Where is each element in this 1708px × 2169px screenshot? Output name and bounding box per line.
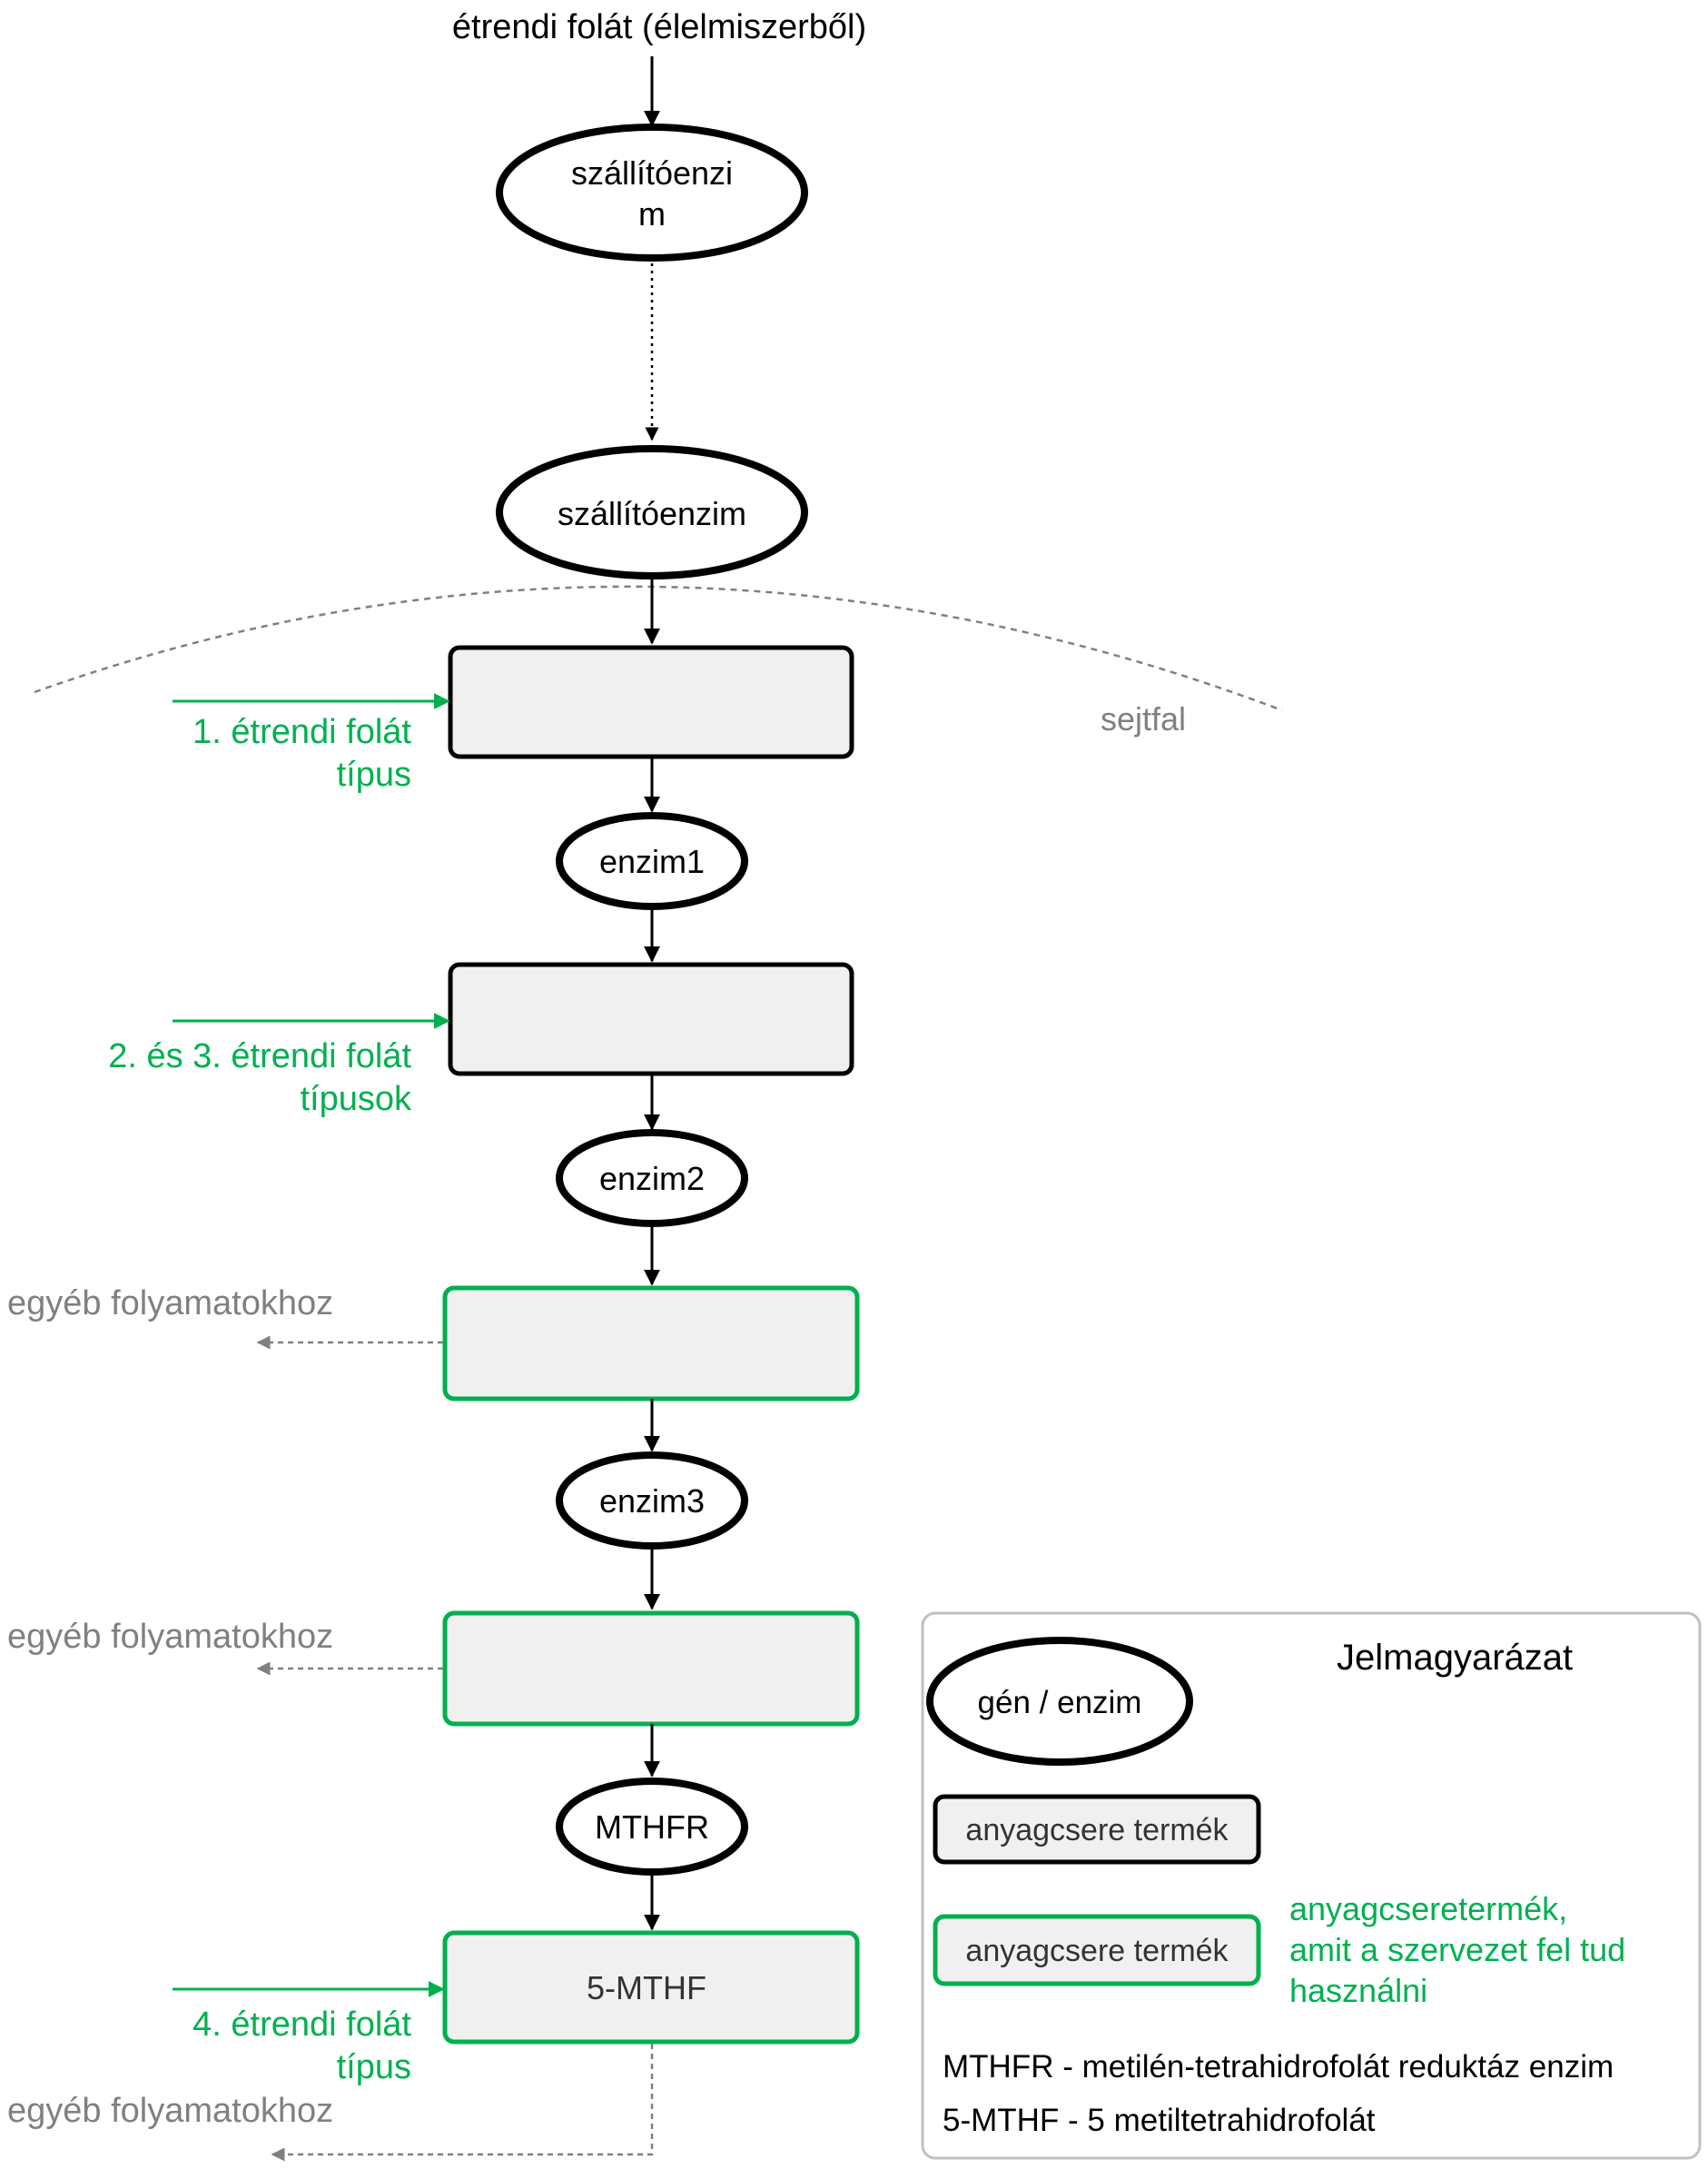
output-label-3: egyéb folyamatokhoz xyxy=(7,2092,333,2130)
input-label-4-line2: típus xyxy=(337,2048,411,2086)
legend-gene-enzyme-ellipse xyxy=(926,1637,1193,1766)
output-label-1: egyéb folyamatokhoz xyxy=(7,1284,333,1322)
input-label-2-line1: 2. és 3. étrendi folát xyxy=(108,1037,411,1075)
legend: Jelmagyarázat gén / enzim anyagcsere ter… xyxy=(921,1611,1702,2160)
metabolite-box-1 xyxy=(448,645,854,759)
usable-metabolite-box-2 xyxy=(442,1610,860,1727)
input-label-2-line2: típusok xyxy=(300,1080,412,1118)
final-product-label: 5-MTHF xyxy=(587,1969,706,2006)
legend-abbr-5mthf: 5-MTHF - 5 metiltetrahidrofolát xyxy=(943,2103,1376,2138)
legend-usable-metabolite-label: anyagcsere termék xyxy=(965,1934,1229,1968)
output-label-2: egyéb folyamatokhoz xyxy=(7,1618,333,1656)
input-label-1-line1: 1. étrendi folát xyxy=(193,713,411,751)
legend-gene-enzyme-label: gén / enzim xyxy=(978,1685,1142,1720)
legend-title: Jelmagyarázat xyxy=(1337,1638,1573,1678)
enzyme1-label: enzim1 xyxy=(599,843,705,880)
usable-metabolite-box-1 xyxy=(442,1285,860,1401)
legend-metabolite-label: anyagcsere termék xyxy=(965,1813,1229,1847)
transporter-enzyme-outer-label-line1: szállítóenzi xyxy=(571,154,733,192)
transporter-enzyme-outer-node xyxy=(496,124,808,262)
legend-usable-desc-line1: anyagcseretermék, xyxy=(1289,1890,1567,1927)
source-label: étrendi folát (élelmiszerből) xyxy=(452,8,866,46)
transporter-enzyme-outer-label-line2: m xyxy=(638,195,666,233)
enzyme2-label: enzim2 xyxy=(599,1160,705,1197)
enzyme3-label: enzim3 xyxy=(599,1482,705,1520)
legend-usable-desc-line3: használni xyxy=(1289,1972,1427,2009)
legend-usable-metabolite-box xyxy=(933,1914,1261,1986)
cell-wall-line xyxy=(34,585,1283,712)
legend-usable-desc-line2: amit a szervezet fel tud xyxy=(1289,1931,1625,1968)
input-label-1-line2: típus xyxy=(337,756,411,794)
legend-metabolite-box xyxy=(933,1794,1261,1865)
output-arrow-3 xyxy=(271,2044,654,2162)
input-label-4-line1: 4. étrendi folát xyxy=(193,2006,411,2044)
final-product-box xyxy=(442,1930,860,2045)
legend-abbr-mthfr: MTHFR - metilén-tetrahidrofolát reduktáz… xyxy=(943,2049,1614,2085)
cell-wall-label: sejtfal xyxy=(1101,700,1186,738)
metabolite-box-2 xyxy=(448,962,854,1076)
mthfr-label: MTHFR xyxy=(595,1808,709,1846)
transporter-enzyme-inner-label: szállítóenzim xyxy=(558,495,746,532)
